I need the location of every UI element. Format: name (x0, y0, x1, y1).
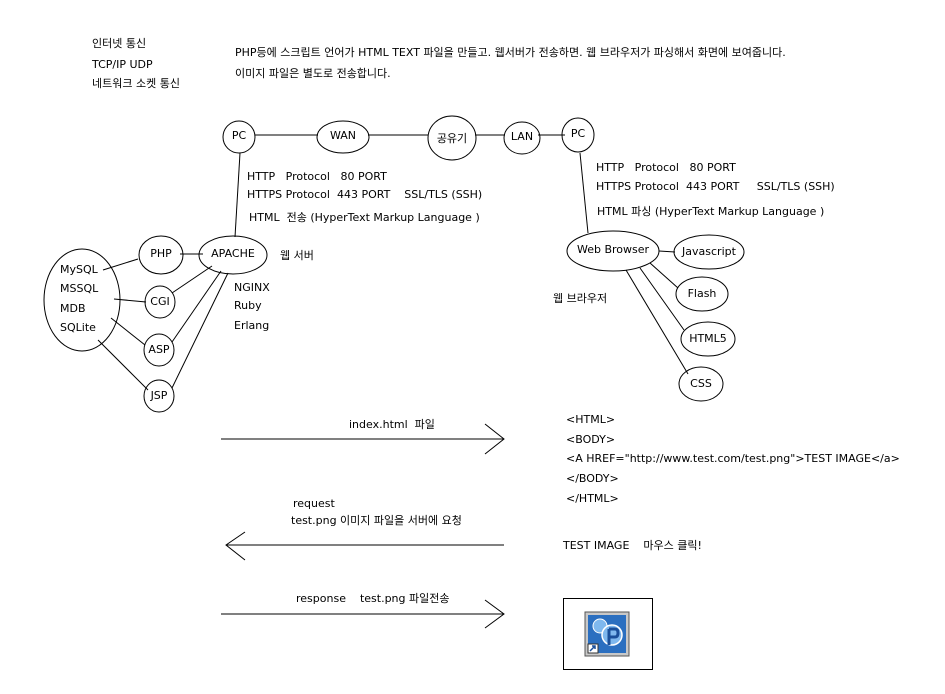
jsp-node: JSP (150, 389, 168, 402)
arrow-index-label: index.html 파일 (349, 418, 435, 431)
php-node-shape (138, 235, 184, 275)
asp-node: ASP (148, 343, 170, 356)
pc-apache-line (234, 152, 241, 238)
test-image-preview[interactable] (563, 598, 653, 670)
router-node: 공유기 (436, 132, 468, 145)
browser-label: 웹 브라우저 (553, 292, 608, 305)
html5-node: HTML5 (689, 332, 727, 345)
browser-html5-line (639, 267, 685, 331)
image-shortcut-icon (584, 611, 630, 657)
wan-node: WAN (329, 129, 357, 142)
db-mssql: MSSQL (60, 282, 99, 295)
css-node-shape (678, 366, 724, 402)
client-protocol-html: HTML 파싱 (HyperText Markup Language ) (597, 205, 825, 218)
html-code-line-3: <A HREF="http://www.test.com/test.png">T… (566, 452, 900, 465)
js-node-shape (673, 234, 745, 270)
header-line-2: TCP/IP UDP (92, 58, 153, 71)
header-line-3: 네트워크 소켓 통신 (92, 77, 180, 90)
html-code-line-2: <BODY> (566, 433, 616, 446)
browser-flash-line (649, 262, 679, 289)
apache-node: APACHE (211, 247, 255, 260)
browser-js-line (658, 250, 676, 253)
request-description: test.png 이미지 파일을 서버에 요청 (291, 514, 462, 527)
web-server-label: 웹 서버 (280, 249, 314, 262)
lan-node-shape (503, 121, 541, 155)
request-label: request (293, 497, 335, 510)
pc-left-node-shape (222, 120, 256, 154)
cgi-node: CGI (150, 295, 170, 308)
lan-node: LAN (510, 130, 534, 143)
css-node: CSS (690, 377, 712, 390)
description-line-2: 이미지 파일은 별도로 전송합니다. (235, 67, 391, 80)
client-protocol-https: HTTPS Protocol 443 PORT SSL/TLS (SSH) (596, 180, 835, 193)
flash-node: Flash (687, 287, 717, 300)
pc-right-node-shape (561, 117, 595, 153)
cgi-node-shape (144, 285, 176, 319)
db-jsp-line (97, 339, 149, 391)
client-protocol-http: HTTP Protocol 80 PORT (596, 161, 736, 174)
server-protocol-https: HTTPS Protocol 443 PORT SSL/TLS (SSH) (247, 188, 483, 201)
header-line-1: 인터넷 통신 (92, 37, 147, 50)
browser-node-shape (566, 230, 660, 272)
arrow-index-head (484, 423, 505, 455)
asp-node-shape (143, 333, 175, 367)
db-node-shape (43, 248, 121, 352)
html-code-line-4: </BODY> (566, 472, 619, 485)
db-mysql: MySQL (60, 263, 98, 276)
alt-server-ruby: Ruby (234, 299, 262, 312)
apache-jsp-line (171, 272, 229, 389)
html-code-line-1: <HTML> (566, 413, 616, 426)
db-mdb: MDB (60, 302, 86, 315)
html-code-line-5: </HTML> (566, 492, 619, 505)
javascript-node: Javascript (682, 245, 736, 258)
pc-right-node: PC (570, 127, 586, 140)
server-protocol-http: HTTP Protocol 80 PORT (247, 170, 387, 183)
alt-server-nginx: NGINX (234, 281, 270, 294)
db-cgi-line (113, 298, 147, 303)
browser-node: Web Browser (576, 243, 650, 256)
arrow-request-head (225, 531, 246, 561)
php-node: PHP (150, 247, 172, 260)
response-label: response test.png 파일전송 (296, 592, 450, 605)
apache-asp-line (171, 270, 222, 343)
pc-browser-line (579, 152, 589, 234)
flash-node-shape (675, 276, 729, 312)
db-php-line (102, 258, 139, 271)
db-sqlite: SQLite (60, 321, 96, 334)
pc-left-node: PC (231, 129, 247, 142)
wan-node-shape (316, 120, 370, 154)
alt-server-erlang: Erlang (234, 319, 270, 332)
apache-cgi-line (171, 265, 213, 294)
arrow-response-head (484, 599, 505, 629)
html5-node-shape (680, 321, 736, 357)
router-node-shape (427, 115, 477, 161)
server-protocol-html: HTML 전송 (HyperText Markup Language ) (249, 211, 480, 224)
apache-node-shape (198, 235, 268, 275)
jsp-node-shape (143, 379, 175, 413)
browser-css-line (625, 269, 689, 375)
description-line-1: PHP등에 스크립트 언어가 HTML TEXT 파일을 만들고. 웹서버가 전… (235, 46, 786, 59)
click-note: TEST IMAGE 마우스 클릭! (563, 539, 702, 552)
